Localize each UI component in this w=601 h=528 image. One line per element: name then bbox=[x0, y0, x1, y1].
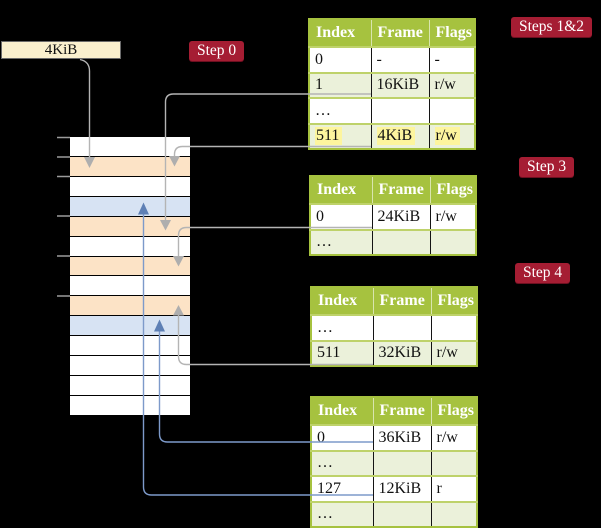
memory-frame-row bbox=[70, 235, 190, 256]
cell-index: … bbox=[317, 454, 333, 472]
cell-index: … bbox=[316, 233, 332, 251]
column-header-flags: Flags bbox=[430, 397, 477, 425]
table-row: 0 36KiB r/w bbox=[311, 424, 477, 451]
column-header-flags: Flags bbox=[428, 19, 475, 47]
column-header-frame: Frame bbox=[372, 397, 431, 425]
memory-frame-row bbox=[70, 175, 190, 196]
table-row: 0 24KiB r/w bbox=[310, 203, 476, 230]
page-table-level-3: Index Frame Flags 0 24KiB r/w … bbox=[309, 175, 477, 256]
cell-frame-highlighted: 4KiB bbox=[376, 127, 416, 146]
cell-frame: 16KiB bbox=[376, 76, 420, 94]
column-header-frame: Frame bbox=[371, 176, 430, 204]
cell-index: … bbox=[317, 318, 333, 336]
memory-frame-row bbox=[70, 394, 190, 415]
table-row: 1 16KiB r/w bbox=[309, 71, 475, 98]
cell-flags: - bbox=[434, 50, 440, 68]
table-row: … bbox=[310, 228, 476, 255]
column-header-frame: Frame bbox=[372, 287, 431, 315]
cell-index: 0 bbox=[315, 50, 323, 68]
memory-frame-row bbox=[70, 215, 190, 236]
memory-frame-row bbox=[70, 137, 190, 156]
column-header-flags: Flags bbox=[429, 176, 476, 204]
cell-index: … bbox=[317, 505, 333, 523]
page-table-level-1: Index Frame Flags 0 36KiB r/w … 127 12Ki… bbox=[310, 396, 478, 528]
cell-frame: 24KiB bbox=[377, 207, 421, 225]
column-header-index: Index bbox=[318, 292, 358, 309]
table-row: 0 - - bbox=[309, 46, 475, 73]
frame-size-text: 4KiB bbox=[44, 42, 78, 58]
frame-size-label: 4KiB bbox=[1, 41, 121, 59]
cell-frame: - bbox=[376, 50, 382, 68]
cell-flags: r bbox=[436, 479, 442, 497]
memory-frame-row bbox=[70, 255, 190, 276]
cell-flags: r/w bbox=[436, 428, 458, 446]
cell-flags: r/w bbox=[436, 344, 458, 362]
cell-flags: r/w bbox=[435, 207, 457, 225]
cell-index: … bbox=[315, 101, 331, 119]
cell-frame: 36KiB bbox=[378, 428, 422, 446]
cell-index: 1 bbox=[315, 76, 323, 94]
table-row: … bbox=[311, 449, 477, 476]
cell-index: 0 bbox=[316, 207, 324, 225]
cell-index: 511 bbox=[317, 344, 341, 362]
cell-index: 0 bbox=[317, 428, 325, 446]
column-header-flags: Flags bbox=[430, 287, 477, 315]
cell-index-highlighted: 511 bbox=[315, 127, 343, 146]
physical-memory-map bbox=[70, 137, 190, 415]
page-table-level-2: Index Frame Flags … 511 32KiB r/w bbox=[310, 286, 478, 367]
memory-address-ticks bbox=[57, 136, 70, 297]
table-row-highlighted: 511 4KiB r/w bbox=[309, 122, 475, 149]
memory-frame-row bbox=[70, 195, 190, 216]
table-row: … bbox=[311, 314, 477, 341]
memory-frame-row bbox=[70, 295, 190, 316]
memory-frame-row bbox=[70, 155, 190, 176]
memory-frame-row bbox=[70, 335, 190, 356]
table-header-row: Index Frame Flags bbox=[311, 397, 477, 425]
cell-flags: r/w bbox=[434, 76, 456, 94]
column-header-index: Index bbox=[318, 402, 358, 419]
memory-frame-row bbox=[70, 375, 190, 395]
table-header-row: Index Frame Flags bbox=[309, 19, 475, 47]
cell-frame: 32KiB bbox=[378, 344, 422, 362]
column-header-frame: Frame bbox=[370, 19, 429, 47]
table-row: 511 32KiB r/w bbox=[311, 339, 477, 366]
column-header-index: Index bbox=[316, 24, 356, 41]
cell-frame: 12KiB bbox=[378, 479, 422, 497]
cell-index: 127 bbox=[317, 479, 341, 497]
badge-steps-1-2: Steps 1&2 bbox=[511, 17, 593, 37]
memory-frame-row bbox=[70, 355, 190, 376]
column-header-index: Index bbox=[317, 181, 357, 198]
table-row: … bbox=[309, 97, 475, 124]
badge-step-0: Step 0 bbox=[189, 41, 245, 61]
table-row: … bbox=[311, 500, 477, 527]
badge-step-3: Step 3 bbox=[519, 157, 575, 177]
table-header-row: Index Frame Flags bbox=[310, 176, 476, 204]
badge-step-4: Step 4 bbox=[515, 263, 571, 283]
table-row: 127 12KiB r bbox=[311, 475, 477, 502]
memory-frame-row bbox=[70, 315, 190, 336]
memory-frame-row bbox=[70, 275, 190, 296]
cell-flags-highlighted: r/w bbox=[434, 127, 460, 146]
page-table-level-top: Index Frame Flags 0 - - 1 16KiB r/w … 51… bbox=[308, 18, 476, 150]
table-header-row: Index Frame Flags bbox=[311, 287, 477, 315]
